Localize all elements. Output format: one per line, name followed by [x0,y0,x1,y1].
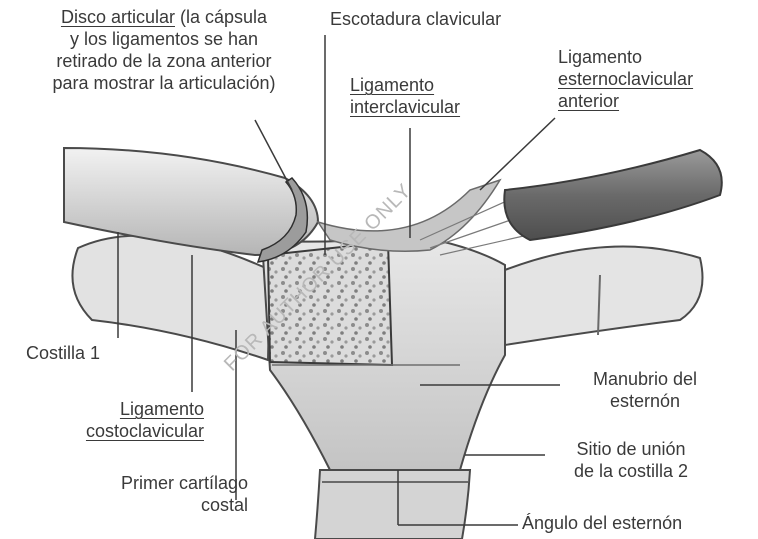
manubrio-line1: Manubrio del [560,368,730,390]
label-ligamento-interclavicular: Ligamento interclavicular [350,74,460,118]
label-sitio-union-costilla-2: Sitio de unión de la costilla 2 [545,438,717,482]
costoclavicular-line1: Ligamento [20,398,204,420]
interclavicular-line2: interclavicular [350,96,460,118]
interclavicular-line1: Ligamento [350,74,460,96]
right-clavicle [504,150,721,240]
right-first-rib [505,246,703,345]
label-disco-articular: Disco articular (la cápsula y los ligame… [8,6,320,94]
disco-line1-rest: (la cápsula [175,7,267,27]
esternoclavicular-line3: anterior [558,90,693,112]
label-manubrio-esternon: Manubrio del esternón [560,368,730,412]
label-escotadura-clavicular: Escotadura clavicular [330,8,501,30]
sternal-body [315,470,470,539]
label-ligamento-costoclavicular: Ligamento costoclavicular [20,398,204,442]
label-angulo-esternon: Ángulo del esternón [522,512,682,534]
esternoclavicular-line2: esternoclavicular [558,68,693,90]
sitio-line1: Sitio de unión [545,438,717,460]
disco-line2: y los ligamentos se han [8,28,320,50]
costoclavicular-line2: costoclavicular [20,420,204,442]
label-costilla-1: Costilla 1 [26,342,100,364]
label-primer-cartilago-costal: Primer cartílago costal [60,472,248,516]
esternoclavicular-line1: Ligamento [558,46,693,68]
label-ligamento-esternoclavicular: Ligamento esternoclavicular anterior [558,46,693,112]
disco-line3: retirado de la zona anterior [8,50,320,72]
cartilago-line1: Primer cartílago [60,472,248,494]
disco-line4: para mostrar la articulación) [8,72,320,94]
cartilago-line2: costal [60,494,248,516]
disco-articular-term: Disco articular [61,7,175,27]
manubrio-line2: esternón [560,390,730,412]
sitio-line2: de la costilla 2 [545,460,717,482]
